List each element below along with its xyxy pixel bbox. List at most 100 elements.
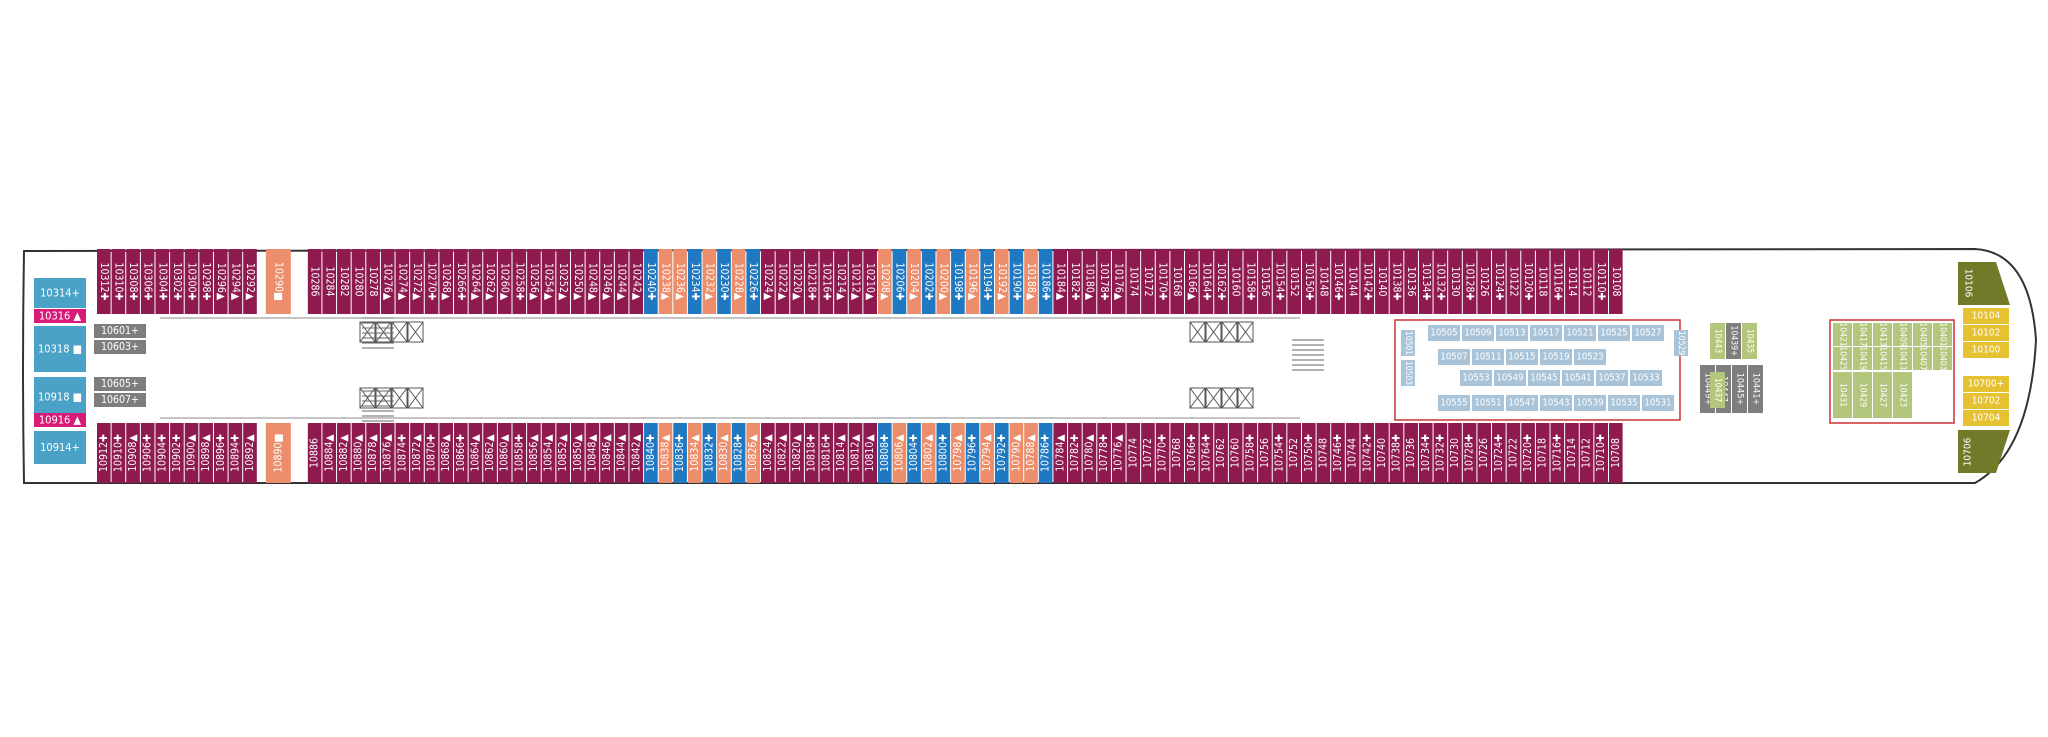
cabin[interactable]: 10290■ (265, 249, 291, 314)
cabin-block[interactable] (97, 423, 111, 483)
cabin[interactable]: 10820▲ (790, 423, 804, 483)
cabin-block[interactable] (1068, 249, 1082, 314)
inside-cabin[interactable]: 10521 (1564, 325, 1596, 341)
cabin[interactable]: 10216✚ (819, 249, 834, 314)
cabin[interactable]: 10248▲ (585, 249, 600, 314)
cabin-block[interactable] (1506, 423, 1521, 483)
cabin[interactable]: 10138✚ (1389, 249, 1404, 314)
cabin-block[interactable] (1933, 347, 1952, 370)
cabin[interactable]: 10744 (1345, 423, 1360, 483)
cabin[interactable]: 10238▲ (658, 249, 673, 314)
cabin-block[interactable] (243, 249, 257, 314)
cabin-block[interactable] (228, 423, 243, 483)
cabin-block[interactable] (1540, 349, 1572, 365)
cabin-block[interactable] (1462, 423, 1477, 483)
cabin-block[interactable] (1360, 249, 1375, 314)
cabin[interactable]: 10880▲ (351, 423, 366, 483)
cabin-block[interactable] (775, 423, 790, 483)
forward-green-cabin[interactable]: 10417 (1853, 322, 1872, 347)
cabin-block[interactable] (410, 249, 424, 314)
cabin-block[interactable] (34, 431, 86, 464)
cabin-block[interactable] (1472, 395, 1504, 411)
cabin-block[interactable] (1609, 423, 1623, 483)
inside-cabin[interactable]: 10543 (1540, 395, 1572, 411)
cabin[interactable]: 10180▲ (1082, 249, 1097, 314)
cabin[interactable]: 10864▲ (468, 423, 483, 483)
cabin-block[interactable] (658, 423, 673, 483)
cabin[interactable]: 10800✚ (936, 423, 951, 483)
cabin-block[interactable] (1228, 249, 1243, 314)
cabin-block[interactable] (228, 249, 243, 314)
cabin-block[interactable] (1873, 347, 1892, 370)
cabin[interactable]: 10212▲ (848, 249, 863, 314)
cabin-block[interactable] (155, 423, 170, 483)
inside-cabin[interactable]: 10535 (1608, 395, 1640, 411)
cabin[interactable]: 10892▲ (243, 423, 257, 483)
cabin-block[interactable] (1438, 395, 1470, 411)
cabin[interactable]: 10286 (307, 249, 322, 314)
cabin[interactable]: 10726 (1477, 423, 1492, 483)
cabin[interactable]: 10756 (1258, 423, 1272, 483)
cabin-block[interactable] (731, 423, 746, 483)
cabin-block[interactable] (1155, 249, 1170, 314)
cabin[interactable]: 10712 (1579, 423, 1594, 483)
cabin[interactable]: 10794▲ (980, 423, 994, 483)
forward-green-cabin[interactable]: 10407 (1913, 346, 1932, 371)
cabin[interactable]: 10742✚ (1360, 423, 1375, 483)
cabin-block[interactable] (468, 423, 483, 483)
aft-cabin[interactable]: 10914+ (34, 431, 86, 464)
cabin-block[interactable] (1528, 370, 1560, 386)
cabin-block[interactable] (184, 249, 199, 314)
cabin-block[interactable] (1053, 423, 1068, 483)
cabin[interactable]: 10112 (1579, 249, 1594, 314)
cabin-block[interactable] (1185, 423, 1199, 483)
forward-green-cabin[interactable]: 10403 (1933, 346, 1952, 371)
cabin-block[interactable] (1024, 249, 1038, 314)
cabin-block[interactable] (1460, 370, 1492, 386)
inside-cabin[interactable]: 10553 (1460, 370, 1492, 386)
cabin[interactable]: 10188▲ (1024, 249, 1038, 314)
cabin-block[interactable] (556, 249, 570, 314)
cabin-block[interactable] (921, 249, 936, 314)
cabin[interactable]: 10252▲ (556, 249, 570, 314)
cabin[interactable]: 10770✚ (1155, 423, 1170, 483)
cabin[interactable]: 10144 (1345, 249, 1360, 314)
cabin-block[interactable] (424, 249, 439, 314)
cabin-block[interactable] (1331, 249, 1345, 314)
cabin-block[interactable] (454, 249, 468, 314)
cabin-block[interactable] (497, 249, 512, 314)
cabin[interactable]: 10158✚ (1243, 249, 1258, 314)
cabin-block[interactable] (1428, 325, 1460, 341)
cabin[interactable]: 10170✚ (1155, 249, 1170, 314)
cabin[interactable]: 10120✚ (1521, 249, 1535, 314)
cabin-block[interactable] (1038, 249, 1053, 314)
cabin-block[interactable] (746, 423, 761, 483)
cabin[interactable]: 10168 (1170, 249, 1185, 314)
cabin-block[interactable] (1477, 423, 1492, 483)
cabin-block[interactable] (892, 423, 907, 483)
inside-cabin[interactable]: 10555 (1438, 395, 1470, 411)
cabin-block[interactable] (790, 249, 804, 314)
cabin-block[interactable] (1418, 249, 1433, 314)
aft-cabin[interactable]: 10318 ■ (34, 326, 86, 372)
cabin-block[interactable] (1141, 249, 1155, 314)
cabin-block[interactable] (614, 249, 629, 314)
cabin-block[interactable] (644, 423, 658, 483)
cabin[interactable]: 10840✚ (644, 423, 658, 483)
cabin[interactable]: 10196▲ (965, 249, 980, 314)
cabin[interactable]: 10748 (1316, 423, 1331, 483)
cabin[interactable]: 10278 (366, 249, 380, 314)
cabin-block[interactable] (1732, 365, 1747, 413)
cabin-block[interactable] (395, 249, 410, 314)
cabin[interactable]: 10146✚ (1331, 249, 1345, 314)
cabin[interactable]: 10308✚ (126, 249, 140, 314)
cabin[interactable]: 10296▲ (213, 249, 228, 314)
cabin[interactable]: 10272▲ (410, 249, 424, 314)
cabin-block[interactable] (527, 249, 541, 314)
cabin[interactable]: 10814▲ (834, 423, 848, 483)
cabin[interactable]: 10198✚ (951, 249, 965, 314)
cabin-block[interactable] (199, 423, 213, 483)
cabin-block[interactable] (1301, 423, 1316, 483)
cabin-block[interactable] (1630, 370, 1662, 386)
cabin-block[interactable] (994, 249, 1009, 314)
